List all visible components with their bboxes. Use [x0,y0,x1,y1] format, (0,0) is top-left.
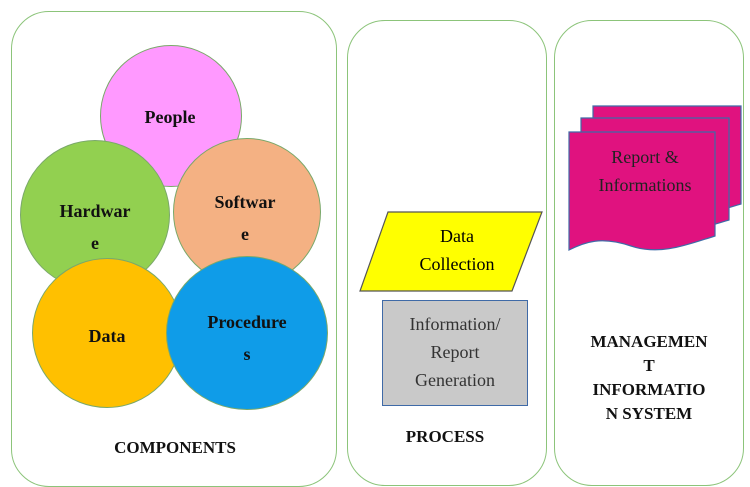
data-collection-line2: Collection [419,254,495,274]
report-generation-line3: Generation [415,370,495,390]
mis-title-line4: N SYSTEM [605,404,693,423]
procedures-circle [166,256,328,410]
report-generation-line1: Information/ [409,314,501,334]
components-caption: COMPONENTS [114,438,236,457]
procedures-label: Procedure s [186,306,308,370]
people-label: People [144,107,196,127]
document-label: Report & Informations [580,143,710,199]
data-collection-parallelogram [359,211,543,292]
document-label-line1: Report & [611,147,679,167]
report-generation-label: Information/ Report Generation [385,310,525,394]
software-label-line1: Softwar [214,192,276,212]
data-collection-label: Data Collection [392,222,522,278]
hardware-label-line2: e [91,233,99,253]
procedures-label-line2: s [243,344,251,364]
data-circle [32,258,182,408]
software-label: Softwar e [190,186,300,250]
hardware-label-line1: Hardwar [59,201,131,221]
data-collection-line1: Data [440,226,474,246]
mis-panel [554,20,744,486]
document-label-line2: Informations [598,175,692,195]
hardware-label: Hardwar e [40,195,150,259]
data-label: Data [88,326,126,346]
procedures-label-line1: Procedure [207,312,287,332]
mis-title-line1: MANAGEMEN [590,332,708,351]
mis-title: MANAGEMEN T INFORMATIO N SYSTEM [564,330,734,426]
multi-document-shape [568,105,742,251]
mis-title-line2: T [643,356,655,375]
report-generation-line2: Report [430,342,480,362]
process-caption: PROCESS [405,427,485,446]
report-generation-box [382,300,528,406]
software-label-line2: e [241,224,249,244]
mis-title-line3: INFORMATIO [592,380,706,399]
